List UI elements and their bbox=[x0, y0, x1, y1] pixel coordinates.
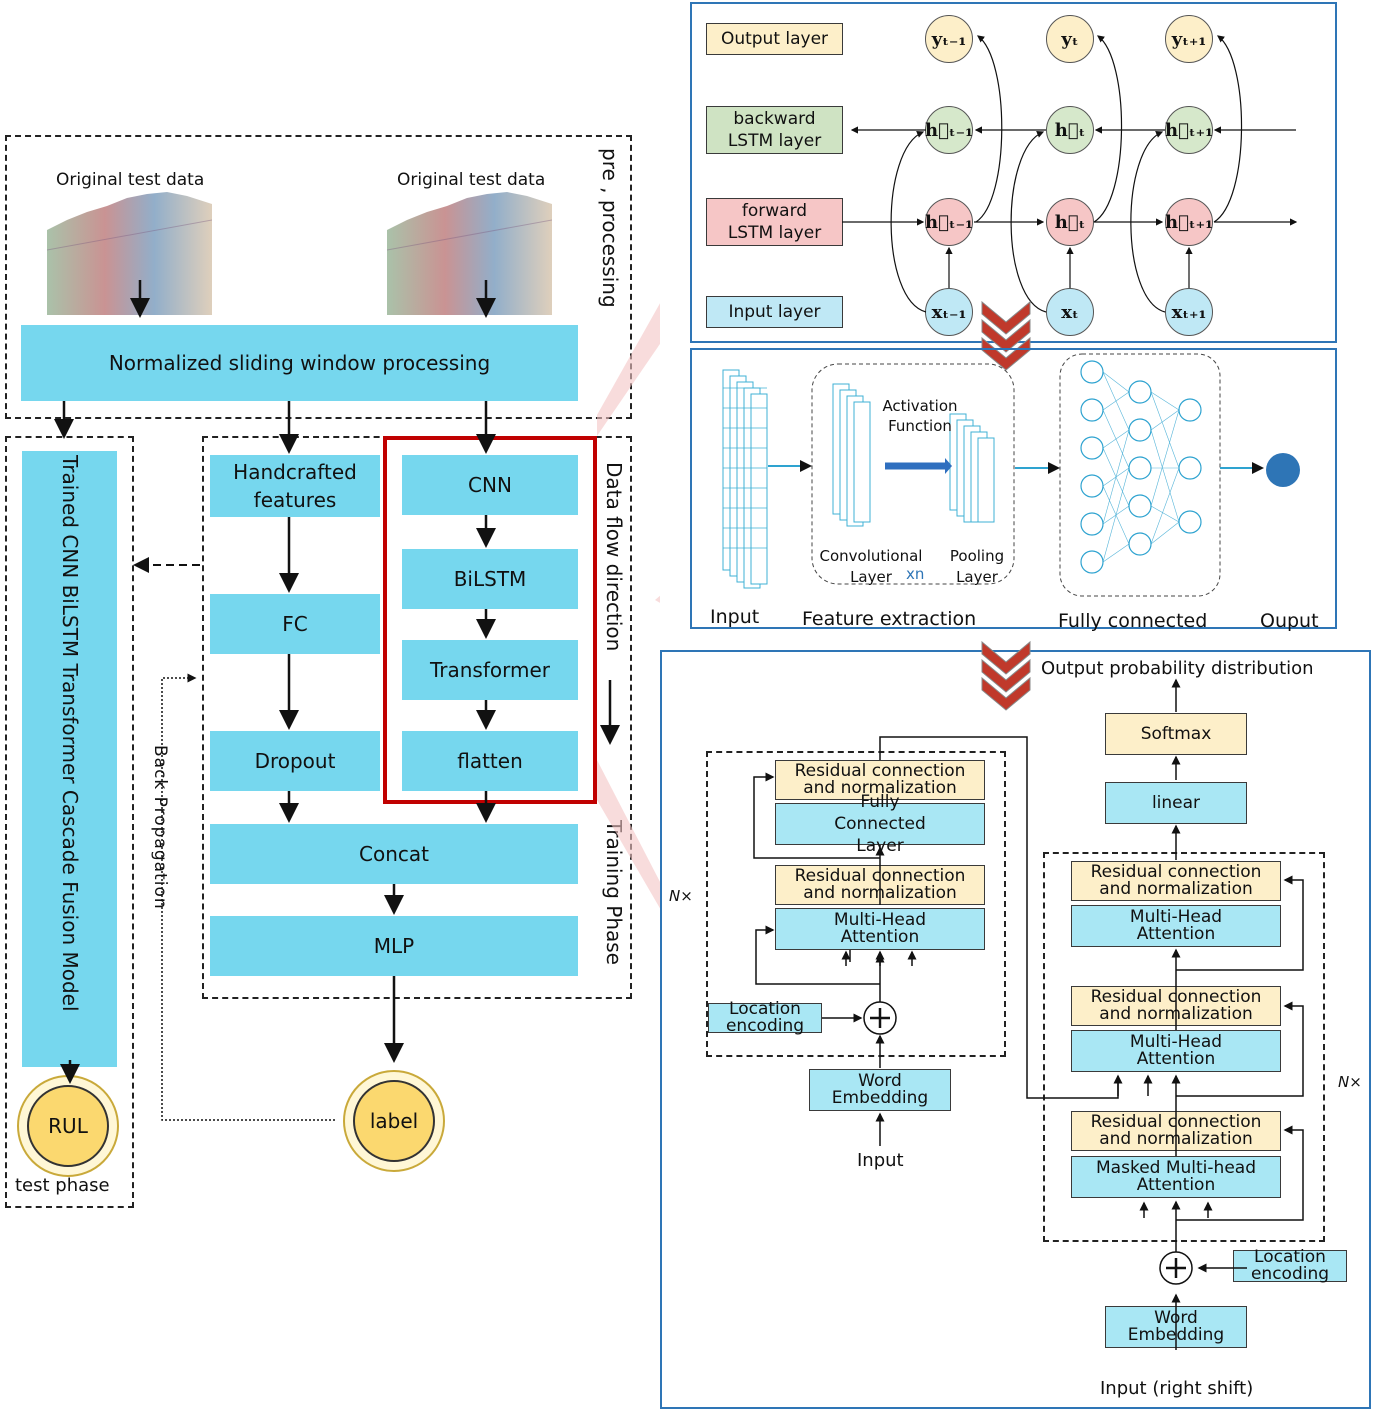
label-node: label bbox=[353, 1080, 435, 1162]
trained-model-box bbox=[22, 451, 117, 1067]
mlp-box: MLP bbox=[210, 916, 578, 976]
linear-box: linear bbox=[1105, 782, 1247, 824]
decoder-masked-mha: Masked Multi-head Attention bbox=[1071, 1156, 1281, 1198]
chevron-down-icon bbox=[981, 640, 1031, 711]
data-flow-label: Data flow direction bbox=[602, 462, 626, 652]
decoder-input-label: Input (right shift) bbox=[1100, 1378, 1254, 1399]
y-node-1: yₜ₋₁ bbox=[925, 15, 973, 63]
concat-box: Concat bbox=[210, 824, 578, 884]
decoder-location-encoding: Location encoding bbox=[1233, 1249, 1347, 1283]
transformer-connections bbox=[753, 678, 1304, 1350]
encoder-block bbox=[706, 751, 1006, 1057]
bilstm-connections bbox=[842, 35, 1298, 313]
x-node-1: xₜ₋₁ bbox=[925, 288, 973, 336]
normalized-window-box: Normalized sliding window processing bbox=[21, 325, 578, 401]
dropout-box: Dropout bbox=[210, 731, 380, 791]
left-arrows bbox=[54, 280, 660, 1121]
training-phase-label: Training Phase bbox=[602, 820, 626, 965]
hb-node-3: h⃖ₜ₊₁ bbox=[1165, 106, 1213, 154]
cnn-input-label: Input bbox=[710, 606, 760, 628]
handcrafted-features-box: Handcrafted features bbox=[210, 455, 380, 517]
encoder-input-label: Input bbox=[857, 1150, 904, 1171]
cnn-box: CNN bbox=[402, 455, 578, 515]
encoder-mha: Multi-Head Attention bbox=[775, 908, 985, 950]
transformer-box: Transformer bbox=[402, 640, 578, 700]
hf-node-3: h⃗ₜ₊₁ bbox=[1165, 198, 1213, 246]
decoder-mha-1: Multi-Head Attention bbox=[1071, 905, 1281, 947]
output-layer-label: Output layer bbox=[706, 23, 843, 55]
output-probability-label: Output probability distribution bbox=[1041, 658, 1314, 679]
hb-node-1: h⃖ₜ₋₁ bbox=[925, 106, 973, 154]
back-propagation-label: Back Propagation bbox=[150, 745, 170, 910]
input-layer-label: Input layer bbox=[706, 296, 843, 328]
original-data-label-2: Original test data bbox=[397, 170, 546, 190]
backward-layer-label: backward LSTM layer bbox=[706, 106, 843, 154]
encoder-fc-layer: Fully Connected Layer bbox=[775, 792, 985, 856]
xn-label: xn bbox=[906, 565, 925, 583]
decoder-res-norm-1: Residual connection and normalization bbox=[1071, 861, 1281, 901]
x-node-2: xₜ bbox=[1046, 288, 1094, 336]
softmax-box: Softmax bbox=[1105, 713, 1247, 755]
cnn-panel bbox=[690, 348, 1337, 629]
bilstm-box: BiLSTM bbox=[402, 549, 578, 609]
rul-node: RUL bbox=[27, 1085, 109, 1167]
encoder-location-encoding: Location encoding bbox=[708, 1001, 822, 1035]
signal-image-2 bbox=[387, 192, 552, 315]
hf-node-1: h⃗ₜ₋₁ bbox=[925, 198, 973, 246]
chevron-down-icon bbox=[981, 300, 1031, 371]
feature-extraction-label: Feature extraction bbox=[802, 608, 977, 630]
original-data-label-1: Original test data bbox=[56, 170, 205, 190]
y-node-2: yₜ bbox=[1046, 15, 1094, 63]
convolutional-layer-label: Convolutional Layer bbox=[819, 547, 923, 586]
decoder-nx-label: N× bbox=[1338, 1073, 1362, 1091]
encoder-nx-label: N× bbox=[669, 887, 693, 905]
activation-function-label: Activation Function bbox=[882, 397, 958, 435]
flatten-box: flatten bbox=[402, 731, 578, 791]
transformer-panel bbox=[660, 650, 1371, 1409]
encoder-res-norm-top: Residual connection and normalization bbox=[775, 760, 985, 800]
decoder-mha-2: Multi-Head Attention bbox=[1071, 1030, 1281, 1072]
fully-connected-label: Fully connected bbox=[1058, 610, 1208, 632]
hf-node-2: h⃗ₜ bbox=[1046, 198, 1094, 246]
signal-image-1 bbox=[47, 192, 212, 315]
preprocessing-label: pre , processing bbox=[598, 148, 622, 308]
cnn-output-label: Ouput bbox=[1260, 610, 1319, 632]
pooling-layer-label: Pooling Layer bbox=[949, 547, 1005, 586]
decoder-block bbox=[1043, 852, 1325, 1242]
encoder-word-embedding: Word Embedding bbox=[809, 1069, 951, 1111]
fc-box: FC bbox=[210, 594, 380, 654]
y-node-3: yₜ₊₁ bbox=[1165, 15, 1213, 63]
trained-model-label: Trained CNN BiLSTM Transformer Cascade F… bbox=[58, 455, 82, 1012]
hb-node-2: h⃖ₜ bbox=[1046, 106, 1094, 154]
preprocessing-box bbox=[5, 135, 632, 419]
test-phase-label: test phase bbox=[15, 1175, 110, 1196]
x-node-3: xₜ₊₁ bbox=[1165, 288, 1213, 336]
forward-layer-label: forward LSTM layer bbox=[706, 198, 843, 246]
cnn-diagram bbox=[722, 353, 1300, 597]
